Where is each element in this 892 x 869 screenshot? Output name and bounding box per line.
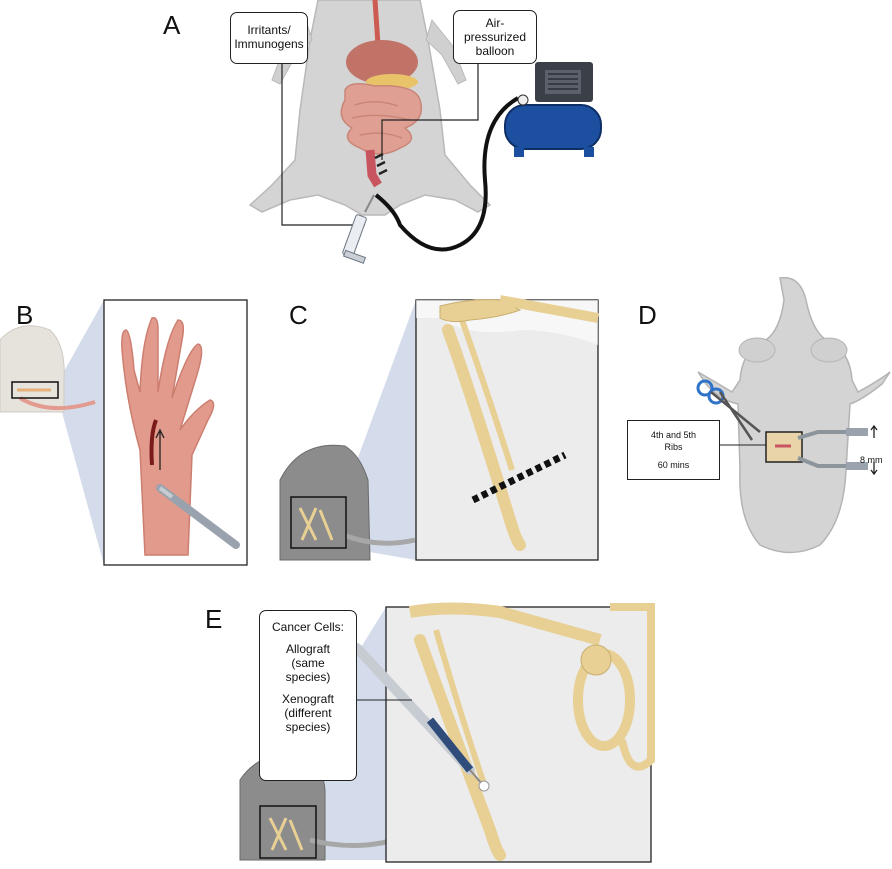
mouse-ear-left-d <box>739 338 775 362</box>
xenograft-line2: (different <box>260 706 356 720</box>
callout-irritants-line2: Immunogens <box>231 37 307 51</box>
time-label: 60 mins <box>628 459 719 471</box>
xenograft-line3: species) <box>260 720 356 734</box>
callout-balloon-line3: balloon <box>454 44 536 58</box>
zoom-wedge-b <box>58 300 104 565</box>
panel-d-illustration <box>698 278 890 553</box>
mouse-ear-right-d <box>811 338 847 362</box>
mouse-rear-b <box>0 326 64 412</box>
allograft-line3: species) <box>260 670 356 684</box>
panel-c-illustration <box>280 300 598 560</box>
callout-balloon-line1: Air- <box>454 16 536 30</box>
mouse-body-d <box>698 278 890 553</box>
air-compressor-icon <box>505 62 601 157</box>
allograft-line1: Allograft <box>260 642 356 656</box>
hip-joint <box>581 645 611 675</box>
spacing-label: 8 mm <box>860 455 883 465</box>
xenograft-line1: Xenograft <box>260 692 356 706</box>
esophagus <box>375 0 378 45</box>
allograft-line2: (same <box>260 656 356 670</box>
callout-balloon: Air- pressurized balloon <box>453 10 537 64</box>
callout-cancer-cells: Cancer Cells: Allograft (same species) X… <box>259 610 357 781</box>
callout-irritants: Irritants/ Immunogens <box>230 12 308 64</box>
mouse-rear-c <box>280 445 370 560</box>
cancer-cells-title: Cancer Cells: <box>260 620 356 634</box>
ribs-label-box: 4th and 5th Ribs 60 mins <box>627 420 720 480</box>
callout-irritants-line1: Irritants/ <box>231 23 307 37</box>
panel-b-illustration <box>0 300 247 565</box>
ribs-label: 4th and 5th Ribs <box>644 429 704 453</box>
callout-balloon-line2: pressurized <box>454 30 536 44</box>
